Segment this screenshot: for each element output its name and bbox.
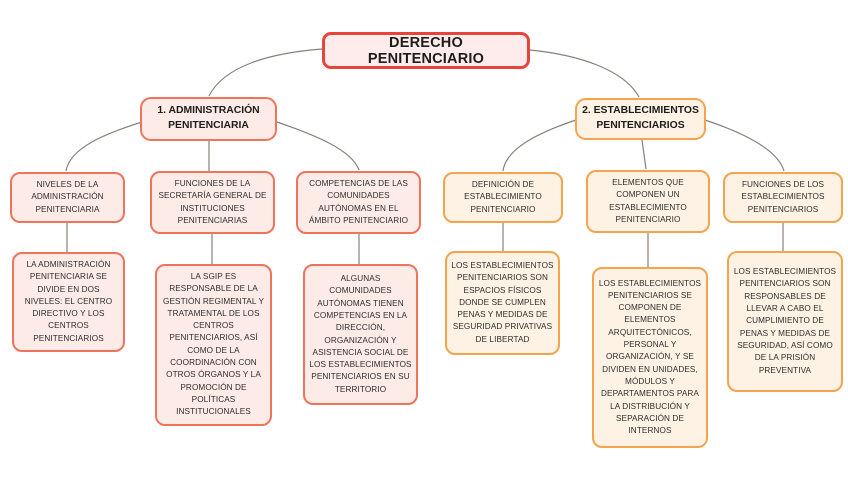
detail-node-funciones-establecimientos[interactable]: LOS ESTABLECIMIENTOS PENITENCIARIOS SON …	[727, 251, 843, 392]
branch-node-establecimientos[interactable]: 2. ESTABLECIMIENTOS PENITENCIARIOS	[575, 98, 706, 140]
detail-node-niveles-administracion[interactable]: LA ADMINISTRACIÓN PENITENCIARIA SE DIVID…	[12, 252, 125, 353]
detail-node-definicion-establecimiento[interactable]: LOS ESTABLECIMIENTOS PENITENCIARIOS SON …	[445, 251, 560, 355]
topic-node-competencias-ccaa[interactable]: COMPETENCIAS DE LAS COMUNIDADES AUTÓNOMA…	[296, 171, 421, 235]
topic-node-niveles-administracion[interactable]: NIVELES DE LA ADMINISTRACIÓN PENITENCIAR…	[10, 172, 125, 223]
detail-node-funciones-sgip[interactable]: LA SGIP ES RESPONSABLE DE LA GESTIÓN REG…	[155, 264, 272, 426]
detail-node-elementos-establecimiento[interactable]: LOS ESTABLECIMIENTOS PENITENCIARIOS SE C…	[592, 267, 708, 448]
topic-node-funciones-sgip[interactable]: FUNCIONES DE LA SECRETARÍA GENERAL DE IN…	[150, 171, 275, 235]
connector-root-branch1	[208, 48, 323, 97]
connector-branch2-topic3	[704, 119, 785, 172]
connector-branch2-topic2	[641, 139, 647, 170]
topic-node-definicion-establecimiento[interactable]: DEFINICIÓN DE ESTABLECIMIENTO PENITENCIA…	[443, 172, 563, 223]
connector-root-branch2	[529, 49, 640, 98]
detail-node-competencias-ccaa[interactable]: ALGUNAS COMUNIDADES AUTÓNOMAS TIENEN COM…	[303, 264, 418, 405]
branch-node-administracion[interactable]: 1. ADMINISTRACIÓN PENITENCIARIA	[140, 97, 277, 141]
connector-branch1-topic1	[65, 121, 143, 172]
topic-node-funciones-establecimientos[interactable]: FUNCIONES DE LOS ESTABLECIMIENTOS PENITE…	[723, 172, 843, 223]
topic-node-elementos-establecimiento[interactable]: ELEMENTOS QUE COMPONEN UN ESTABLECIMIENT…	[586, 170, 710, 234]
connector-branch1-topic3	[276, 121, 360, 171]
root-node-derecho-penitenciario[interactable]: DERECHO PENITENCIARIO	[322, 32, 530, 69]
connector-branch2-topic1	[502, 119, 577, 172]
